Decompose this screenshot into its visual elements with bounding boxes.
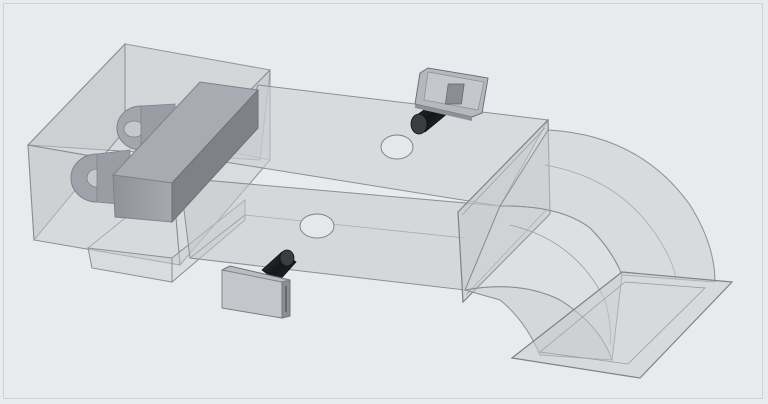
elbow-duct[interactable] [464, 129, 734, 379]
diffuser-top[interactable] [410, 67, 489, 135]
diffuser-bottom[interactable] [221, 249, 297, 319]
fan-unit[interactable] [70, 81, 260, 224]
